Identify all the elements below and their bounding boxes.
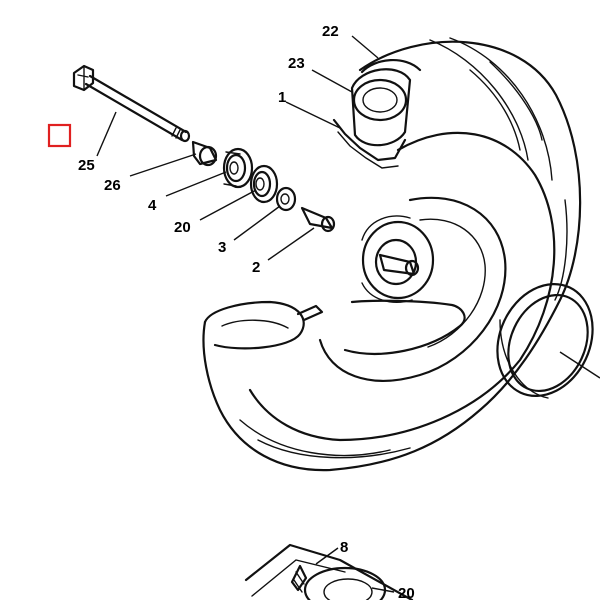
callout-3: 3	[218, 239, 226, 256]
bearing-part	[222, 147, 254, 189]
callout-23: 23	[288, 55, 305, 72]
spacer-part	[191, 140, 218, 167]
washer-part	[275, 186, 297, 212]
callout-8: 8	[340, 539, 348, 556]
brake-ring-part	[496, 282, 600, 399]
callout-2: 2	[252, 259, 260, 276]
bottom-hub-parts	[244, 543, 414, 600]
leader-lines	[96, 35, 395, 593]
wheel-assembly	[202, 37, 582, 472]
callout-25: 25	[78, 157, 95, 174]
callout-22: 22	[322, 23, 339, 40]
callout-4: 4	[148, 197, 157, 214]
selection-marker[interactable]	[47, 123, 72, 148]
axle-part	[72, 64, 191, 143]
callout-20-bottom: 20	[398, 585, 415, 600]
seal-part	[249, 164, 279, 204]
callout-26: 26	[104, 177, 121, 194]
callout-20: 20	[174, 219, 191, 236]
collar-part	[300, 206, 336, 233]
callout-1: 1	[278, 89, 286, 106]
